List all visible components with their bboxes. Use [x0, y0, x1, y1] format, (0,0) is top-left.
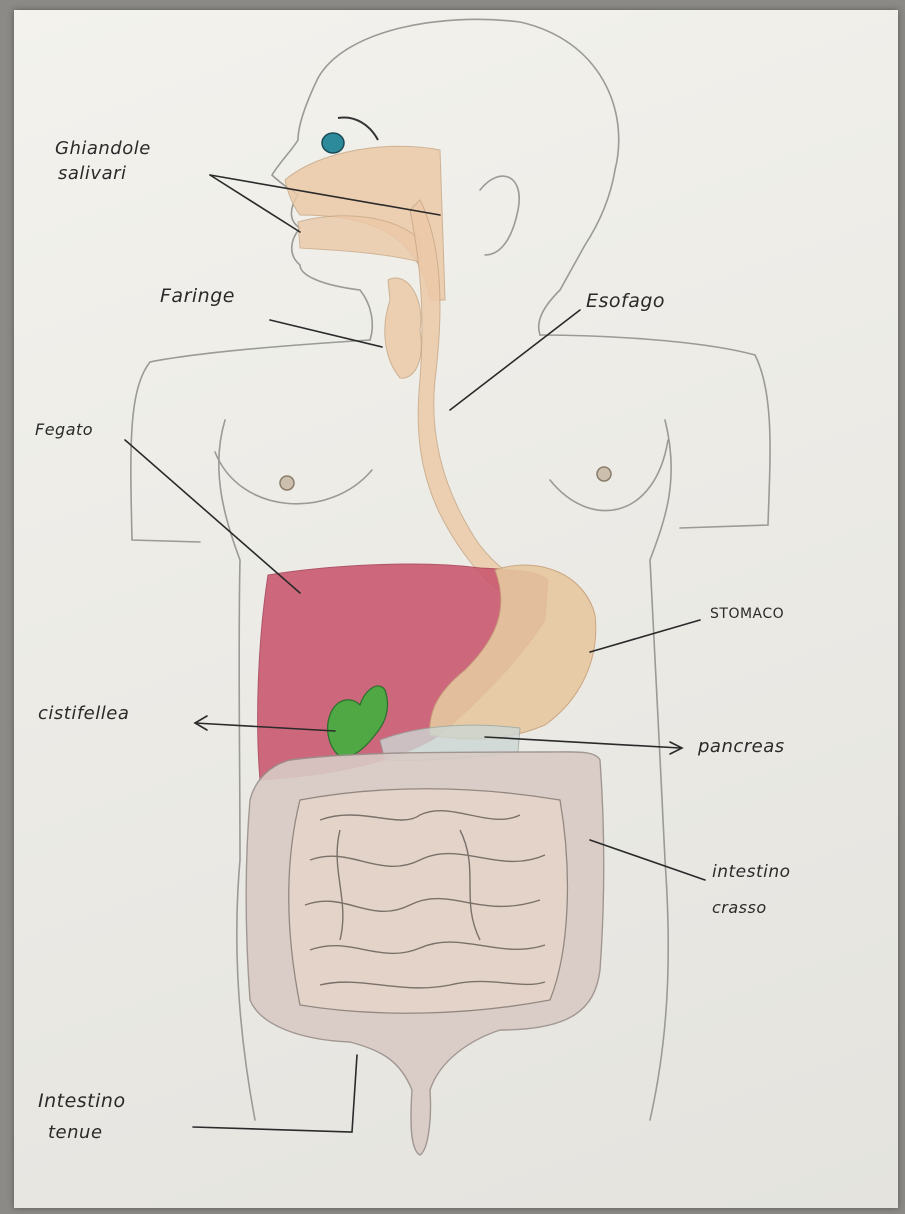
leader-fegato: [125, 440, 300, 593]
upper-digestive-tract: [285, 146, 512, 590]
eye: [322, 133, 344, 153]
chest-left: [215, 452, 372, 504]
torso-left: [219, 420, 255, 1120]
eyebrow: [338, 117, 378, 140]
label-tenue-1: Intestino: [38, 1090, 126, 1112]
leader-crasso: [590, 840, 705, 880]
label-stomaco: STOMACO: [710, 606, 784, 622]
torso-right: [650, 420, 671, 1120]
pharynx: [385, 278, 422, 378]
nipple-left: [280, 476, 294, 490]
label-ghiandole-1: Ghiandole: [55, 138, 151, 159]
label-crasso-2: crasso: [712, 898, 767, 917]
label-pancreas: pancreas: [698, 736, 785, 757]
label-fegato: Fegato: [35, 420, 93, 439]
shoulder-right: [540, 335, 770, 528]
esophagus: [410, 200, 512, 590]
label-crasso-1: intestino: [712, 862, 791, 882]
leader-stomaco: [590, 620, 700, 652]
ear: [480, 176, 519, 255]
label-ghiandole-2: salivari: [58, 163, 127, 184]
neck-left: [360, 290, 372, 340]
leader-tenue: [193, 1055, 357, 1132]
label-cistifellea: cistifellea: [38, 703, 129, 724]
label-esofago: Esofago: [586, 290, 665, 312]
shoulder-left: [131, 340, 370, 542]
nipple-right: [597, 467, 611, 481]
label-tenue-2: tenue: [48, 1122, 103, 1143]
label-faringe: Faringe: [160, 285, 235, 307]
leader-esofago: [450, 310, 580, 410]
